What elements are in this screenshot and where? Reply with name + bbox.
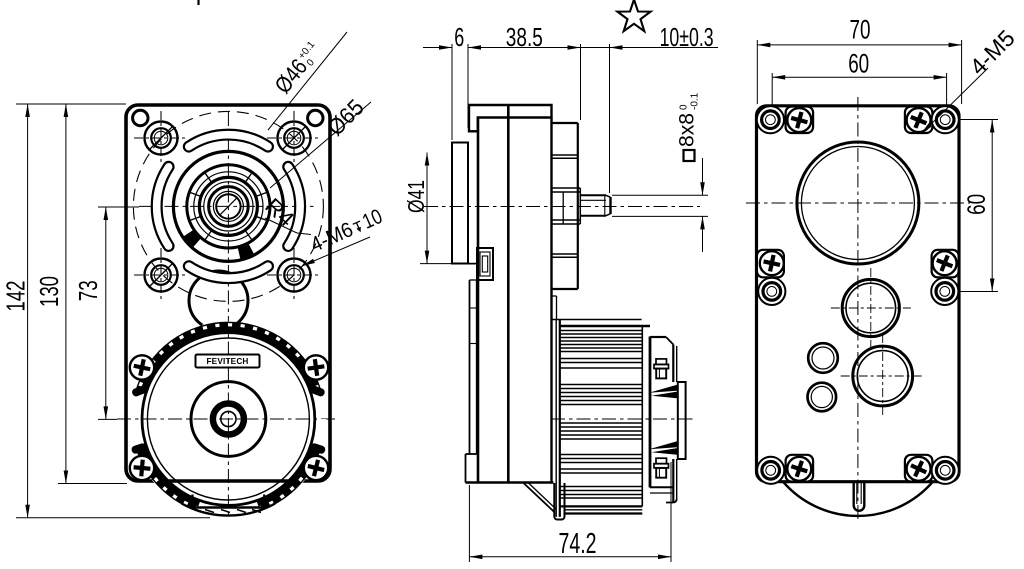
svg-text:142: 142 xyxy=(1,281,31,312)
svg-text:130: 130 xyxy=(34,276,64,307)
svg-text:Ø41: Ø41 xyxy=(403,180,429,213)
svg-text:8x8: 8x8 xyxy=(676,113,699,147)
svg-text:70: 70 xyxy=(850,14,871,44)
svg-text:60: 60 xyxy=(963,194,991,215)
svg-text:0: 0 xyxy=(679,104,690,110)
svg-text:73: 73 xyxy=(73,280,103,301)
svg-text:6: 6 xyxy=(454,22,464,52)
svg-text:38.5: 38.5 xyxy=(506,22,543,52)
svg-text:10±0.3: 10±0.3 xyxy=(660,22,714,52)
svg-text:0: 0 xyxy=(305,57,317,69)
svg-text:-0.1: -0.1 xyxy=(690,92,701,110)
svg-text:74.2: 74.2 xyxy=(559,528,597,560)
svg-text:60: 60 xyxy=(848,48,869,78)
svg-text:FEVITECH: FEVITECH xyxy=(206,357,248,366)
